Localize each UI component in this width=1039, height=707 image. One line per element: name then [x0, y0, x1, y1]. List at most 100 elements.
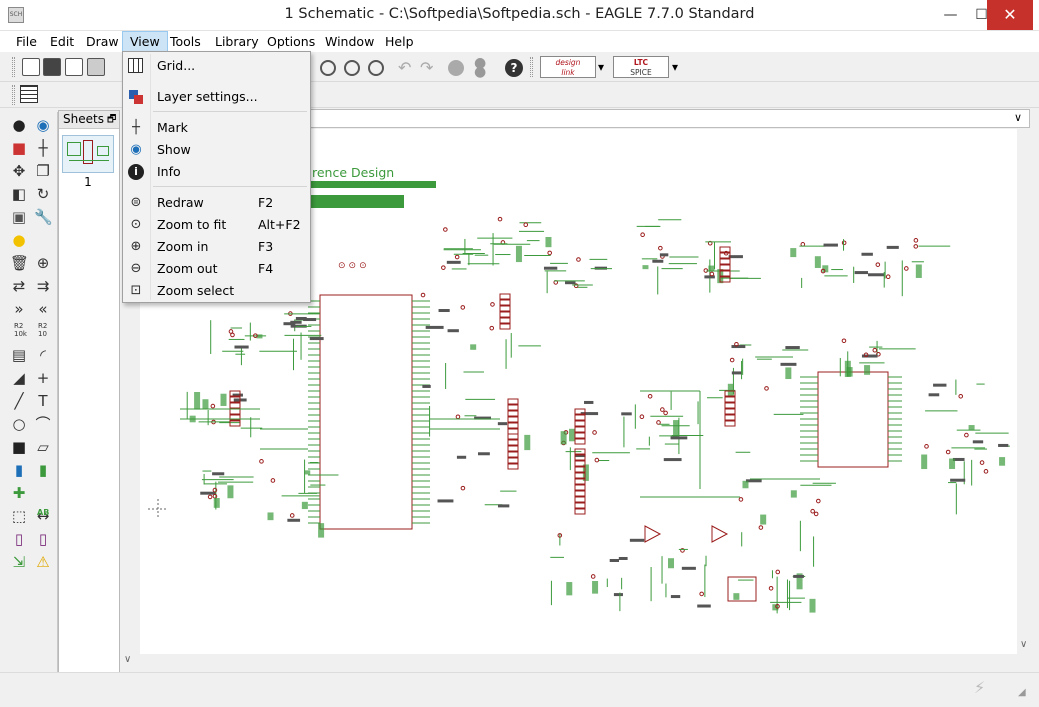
label-icon[interactable]: [34, 484, 52, 502]
menu-item-zoom-to-fit[interactable]: ⊙ Zoom to fit Alt+F2: [125, 214, 308, 236]
mirror-icon[interactable]: ◧: [11, 185, 27, 203]
add-icon[interactable]: ⊕: [36, 254, 50, 272]
pin-end: [872, 347, 878, 353]
zoom-select-icon[interactable]: [368, 60, 384, 76]
ltspice-dropdown-icon[interactable]: ▾: [672, 60, 679, 74]
erc-icon[interactable]: ⇲: [12, 553, 26, 571]
rect-icon[interactable]: ■: [11, 438, 27, 456]
stop-icon[interactable]: [448, 60, 464, 76]
frame-icon[interactable]: ▯: [14, 530, 24, 548]
menu-item-zoom-out[interactable]: ⊖ Zoom out F4: [125, 258, 308, 280]
wire-icon[interactable]: ╱: [14, 392, 24, 410]
show-icon[interactable]: ◉: [36, 116, 50, 134]
maximize-button[interactable]: ☐: [975, 7, 988, 23]
mark-icon[interactable]: ┼: [38, 139, 48, 157]
print-icon[interactable]: [65, 58, 83, 76]
chevron-down-icon[interactable]: ∨: [124, 654, 132, 665]
bus-icon[interactable]: ▮: [14, 461, 24, 479]
split-wire-icon[interactable]: ◢: [13, 369, 25, 387]
menu-draw[interactable]: Draw: [86, 34, 119, 49]
optimize-icon[interactable]: +: [36, 369, 50, 387]
info-icon[interactable]: ●: [12, 116, 26, 134]
menu-library[interactable]: Library: [215, 34, 259, 49]
menu-item-layer-settings[interactable]: Layer settings...: [125, 86, 308, 108]
menu-item-zoom-select[interactable]: ⊡ Zoom select: [125, 280, 308, 302]
minimize-button[interactable]: —: [943, 7, 958, 23]
part-body: [545, 236, 552, 248]
designlink-line1: design: [555, 58, 581, 67]
menu-item-grid[interactable]: Grid...: [125, 55, 308, 77]
polygon-icon[interactable]: ▱: [37, 438, 49, 456]
zoom-out-icon[interactable]: [344, 60, 360, 76]
help-icon[interactable]: ?: [505, 59, 523, 77]
display-icon[interactable]: ■: [11, 139, 27, 157]
menu-view[interactable]: View: [122, 31, 168, 52]
menu-item-mark[interactable]: ┼ Mark: [125, 117, 308, 139]
invoke-icon[interactable]: »: [14, 300, 24, 318]
chevron-down-icon[interactable]: ∨: [1020, 639, 1028, 650]
save-icon[interactable]: [43, 58, 61, 76]
redo-icon[interactable]: ↷: [420, 58, 434, 77]
warning-icon[interactable]: ⚠: [36, 553, 50, 571]
text-icon[interactable]: T: [38, 392, 48, 410]
module-icon[interactable]: ▯: [38, 530, 48, 548]
paste-icon[interactable]: ●: [12, 231, 26, 249]
replace-icon[interactable]: ⇄: [12, 277, 26, 295]
net-icon[interactable]: ▮: [38, 461, 48, 479]
menu-item-info[interactable]: i Info: [125, 161, 308, 183]
toolbar-grip[interactable]: [12, 85, 15, 105]
pin-end: [573, 283, 579, 289]
part-label: [212, 472, 225, 476]
menu-tools[interactable]: Tools: [170, 34, 201, 49]
menu-edit[interactable]: Edit: [50, 34, 75, 49]
smash-icon[interactable]: ▤: [11, 346, 27, 364]
vertical-scrollbar[interactable]: ∨: [1017, 129, 1034, 657]
undo-icon[interactable]: ↶: [398, 58, 412, 77]
change-icon[interactable]: 🔧: [34, 208, 53, 226]
go-icon[interactable]: ●●: [474, 55, 487, 80]
restore-icon[interactable]: 🗗: [107, 114, 117, 125]
sheet-thumbnail[interactable]: [62, 135, 114, 173]
part-label: [933, 383, 947, 387]
open-icon[interactable]: [22, 58, 40, 76]
designlink-dropdown-icon[interactable]: ▾: [598, 60, 605, 74]
stop-command-icon[interactable]: ⚡: [974, 678, 986, 697]
part-body: [760, 514, 767, 525]
rotate-icon[interactable]: ↻: [36, 185, 50, 203]
delete-icon[interactable]: 🗑: [10, 254, 30, 272]
menu-item-zoom-in[interactable]: ⊕ Zoom in F3: [125, 236, 308, 258]
gate-icon[interactable]: ⇉: [36, 277, 50, 295]
menu-window[interactable]: Window: [325, 34, 375, 49]
split-icon[interactable]: «: [38, 300, 48, 318]
toolbar-grip[interactable]: [530, 57, 533, 77]
app-icon[interactable]: SCH: [8, 7, 24, 23]
schematic-drawing: [148, 216, 1010, 614]
chevron-down-icon[interactable]: ∨: [1014, 111, 1023, 124]
menu-file[interactable]: File: [16, 34, 37, 49]
sheet-number[interactable]: 1: [84, 175, 92, 189]
close-button[interactable]: ✕: [987, 0, 1033, 30]
attribute-icon[interactable]: ⬚: [11, 507, 27, 525]
group-icon[interactable]: ▣: [11, 208, 27, 226]
menu-help[interactable]: Help: [385, 34, 414, 49]
menu-item-redraw[interactable]: ⊜ Redraw F2: [125, 192, 308, 214]
move-icon[interactable]: ✥: [12, 162, 26, 180]
junction-icon[interactable]: ✚: [12, 484, 26, 502]
grid-icon[interactable]: [20, 85, 38, 103]
cam-icon[interactable]: [87, 58, 105, 76]
resize-grip-icon[interactable]: ◢: [1018, 687, 1026, 698]
dimension-icon[interactable]: ↔: [36, 507, 50, 525]
part-label: [497, 504, 510, 508]
menu-item-label: Layer settings...: [157, 89, 258, 104]
menu-item-show[interactable]: ◉ Show: [125, 139, 308, 161]
arc-icon[interactable]: ⌒: [35, 415, 51, 433]
horizontal-scrollbar[interactable]: [140, 654, 1017, 671]
zoom-in-icon[interactable]: [320, 60, 336, 76]
circle-icon[interactable]: ○: [12, 415, 26, 433]
toolbar-grip[interactable]: [12, 57, 15, 77]
copy-icon[interactable]: ❐: [36, 162, 50, 180]
miter-icon[interactable]: ◜: [40, 346, 46, 364]
menu-options[interactable]: Options: [267, 34, 316, 49]
